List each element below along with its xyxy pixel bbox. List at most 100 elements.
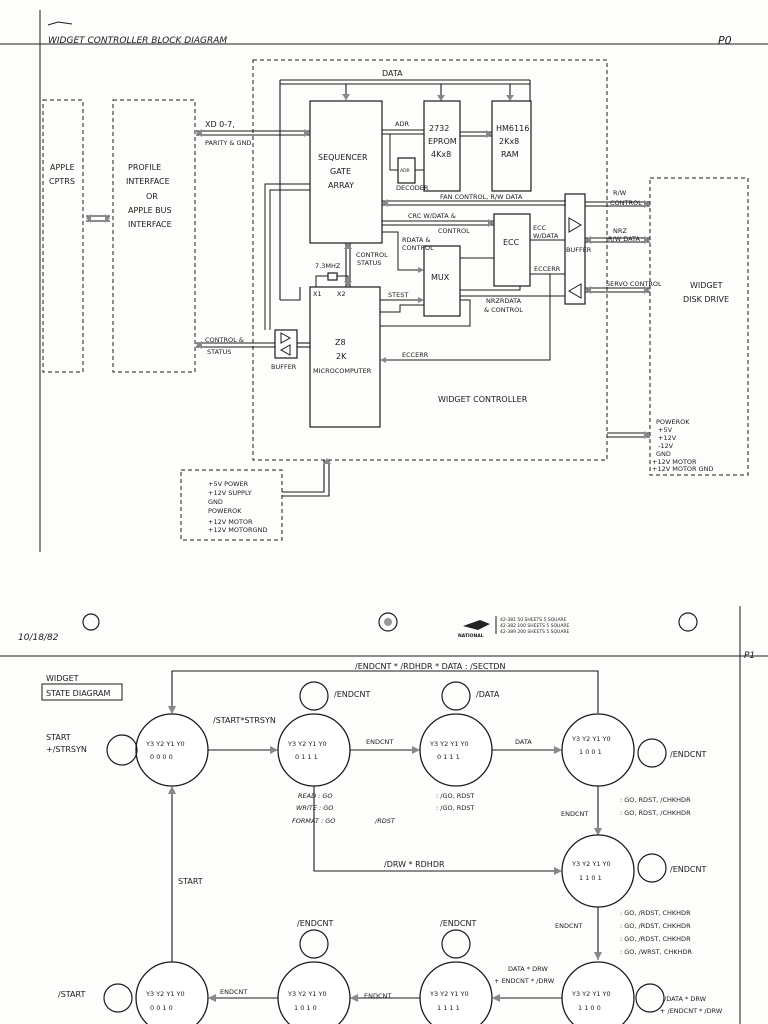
z8-label: Z8: [335, 338, 346, 347]
ram-size: 2Kx8: [499, 137, 519, 146]
widget-disk-drive-block: [649, 177, 749, 476]
s7-loop-label: /ENDCNT: [297, 919, 333, 928]
power-line-3: GND: [208, 498, 223, 506]
state-title-box: [41, 683, 123, 701]
page-number-top: P0: [718, 34, 732, 47]
arrowhead: [506, 95, 514, 101]
profile-label-3: OR: [146, 192, 158, 201]
s3-s4-label: ENDCNT: [561, 810, 588, 818]
rdata-label-2: CONTROL: [402, 244, 434, 252]
drive-power-5: GND: [656, 450, 671, 458]
left-buffer: [274, 329, 298, 359]
arrowhead: [350, 994, 358, 1002]
power-line-2: +12V SUPPLY: [208, 489, 252, 497]
s5-bits: 1 1 0 0: [578, 1004, 601, 1012]
s7-s8-label: ENDCNT: [220, 988, 247, 996]
arrowhead: [304, 129, 310, 137]
arrowhead: [382, 199, 388, 207]
state-s2: [419, 713, 493, 787]
buffer-driver-out: [568, 217, 582, 233]
nrz-rw-label: R/W DATA: [608, 235, 640, 243]
s3-self-loop: [637, 738, 667, 768]
state-title-2: STATE DIAGRAM: [46, 689, 110, 698]
profile-label-5: INTERFACE: [128, 220, 172, 229]
s4-s5-label: ENDCNT: [555, 922, 582, 930]
gate-label: GATE: [330, 167, 351, 176]
arrowhead: [486, 130, 492, 138]
adr-decoder-text: ADR: [400, 168, 410, 174]
s7-bits: 1 0 1 0: [294, 1004, 317, 1012]
control-status-label: CONTROL: [356, 251, 388, 259]
left-buffer-label: BUFFER: [271, 363, 297, 371]
arrowhead: [644, 286, 650, 294]
widget-controller-label: WIDGET CONTROLLER: [438, 395, 528, 404]
s5-s6-label-2: + ENDCNT * /DRW: [494, 977, 555, 985]
crystal: [327, 272, 338, 281]
s3-bits: 1 0 0 1: [579, 748, 602, 756]
xd-label: XD 0-7,: [205, 120, 235, 129]
arrowhead: [412, 746, 420, 754]
widget-controller-outline: [252, 59, 608, 461]
s4-output-3: : GO, /RDST, CHKHDR: [620, 935, 691, 943]
rw-control-label: CONTROL: [610, 199, 642, 207]
ecc-wdata-label-2: W/DATA: [533, 232, 559, 240]
arrowhead: [488, 219, 494, 227]
z8-2k-label: 2K: [336, 352, 347, 361]
right-buffer: [564, 193, 586, 305]
buffer-driver-in: [568, 283, 582, 299]
s2-header: Y3 Y2 Y1 Y0: [429, 740, 469, 748]
arrowhead: [323, 458, 331, 464]
s5-self-loop: [635, 983, 665, 1013]
s1-loop-label: /ENDCNT: [334, 690, 370, 699]
fan-control-label: FAN CONTROL, R/W DATA: [440, 193, 523, 201]
s0-self-loop: [106, 734, 138, 766]
s2-self-loop: [441, 681, 471, 711]
state-s4: [561, 834, 635, 908]
apple-label: APPLE: [50, 163, 75, 172]
ram-label: RAM: [501, 150, 519, 159]
s7-header: Y3 Y2 Y1 Y0: [287, 990, 327, 998]
x1-label: X1: [313, 290, 322, 298]
profile-label-1: PROFILE: [128, 163, 161, 172]
s3-loop-label: /ENDCNT: [670, 750, 706, 759]
ecc-label: ECC: [503, 238, 520, 247]
drive-power-3: +12V: [658, 434, 677, 442]
s0-bits: 0 0 0 0: [150, 753, 173, 761]
arrowhead: [380, 357, 386, 363]
date-label: 10/18/82: [18, 633, 59, 643]
stest-label: STEST: [388, 291, 408, 299]
crc-label-2: CONTROL: [438, 227, 470, 235]
s1-output-write: WRITE : GO: [296, 804, 333, 812]
s3-output-2: : GO, RDST, /CHKHDR: [620, 809, 691, 817]
state-s0: [135, 713, 209, 787]
rdata-label: RDATA &: [402, 236, 430, 244]
arrowhead: [208, 994, 216, 1002]
state-title-1: WIDGET: [46, 674, 79, 683]
s6-loop-label: /ENDCNT: [440, 919, 476, 928]
cptrs-label: CPTRS: [49, 177, 75, 186]
drive-power-2: +5V: [658, 426, 673, 434]
arrowhead: [270, 746, 278, 754]
s1-bits: 0 1 1 1: [295, 753, 318, 761]
s5-loop-label-1: /DATA * DRW: [664, 995, 707, 1003]
arrowhead: [585, 236, 591, 244]
z8-microcomputer: [309, 286, 381, 428]
arrowhead: [168, 786, 176, 794]
s5-loop-label-2: + /ENDCNT * /DRW: [660, 1007, 723, 1015]
power-line-4: POWEROK: [208, 507, 242, 515]
apple-cptrs-block: [42, 99, 84, 373]
profile-interface-block: [112, 99, 196, 373]
arrowhead: [418, 297, 424, 303]
s2-output-2: : /GO, RDST: [436, 804, 474, 812]
start-strsyn-label: /START*STRSYN: [213, 716, 276, 725]
arrowhead: [344, 281, 352, 287]
arrowhead: [344, 243, 352, 249]
arrowhead: [342, 94, 350, 100]
arrowhead: [644, 236, 650, 244]
control-status-label-2: STATUS: [357, 259, 381, 267]
start-label: START: [46, 733, 71, 742]
s7-self-loop: [299, 929, 329, 959]
arrowhead: [86, 214, 91, 223]
state-s1: [277, 713, 351, 787]
